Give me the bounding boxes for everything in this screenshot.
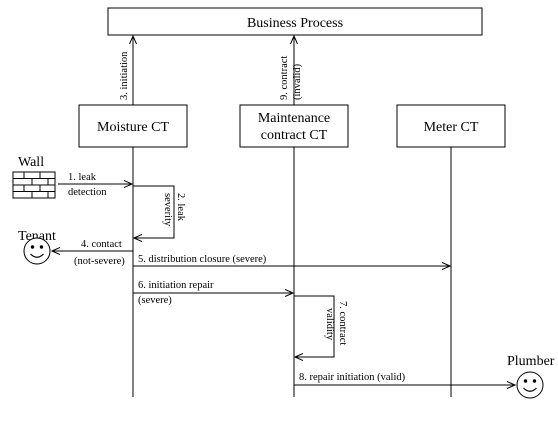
message-1-label-line2: detection — [68, 187, 107, 198]
message-8-label: 8. repair initiation (valid) — [299, 372, 406, 383]
message-2-arrow — [133, 185, 175, 238]
business-process-box — [107, 7, 483, 36]
message-6-label-line1: 6. initiation repair — [138, 280, 214, 291]
message-1-label-line1: 1. leak — [68, 172, 97, 183]
brick-wall-icon — [12, 171, 56, 199]
message-2-label-line1: 2. leak — [175, 193, 186, 222]
tenant-smiley-icon — [23, 237, 51, 265]
meter-ct-box — [396, 104, 506, 148]
message-4-label-line1: 4. contact — [81, 239, 122, 250]
message-6-label-line2: (severe) — [138, 295, 172, 306]
business-process-label: Business Process — [247, 16, 343, 31]
message-7-arrow — [294, 295, 335, 357]
message-7-label-line2: validity — [324, 308, 335, 341]
message-3-label: 3. initiation — [119, 51, 130, 100]
plumber-smiley-icon — [516, 371, 544, 399]
meter-ct-label: Meter CT — [424, 120, 479, 135]
tenant-label: Tenant — [18, 229, 56, 244]
message-7-label-line1: 7. contract — [337, 301, 348, 345]
moisture-ct-box — [78, 104, 188, 148]
message-5-label: 5. distribution closure (severe) — [138, 254, 267, 265]
message-9-label-line2: (invalid) — [292, 63, 303, 100]
plumber-label: Plumber — [507, 354, 555, 369]
message-4-label-line2: (not-severe) — [74, 256, 125, 267]
message-2-label-line2: severity — [162, 193, 173, 227]
wall-label: Wall — [18, 155, 44, 170]
moisture-ct-label: Moisture CT — [97, 120, 169, 135]
maintenance-contract-ct-label-line2: contract CT — [261, 128, 328, 143]
maintenance-contract-ct-label-line1: Maintenance — [258, 111, 330, 126]
message-9-label-line1: 9. contract — [279, 56, 290, 100]
